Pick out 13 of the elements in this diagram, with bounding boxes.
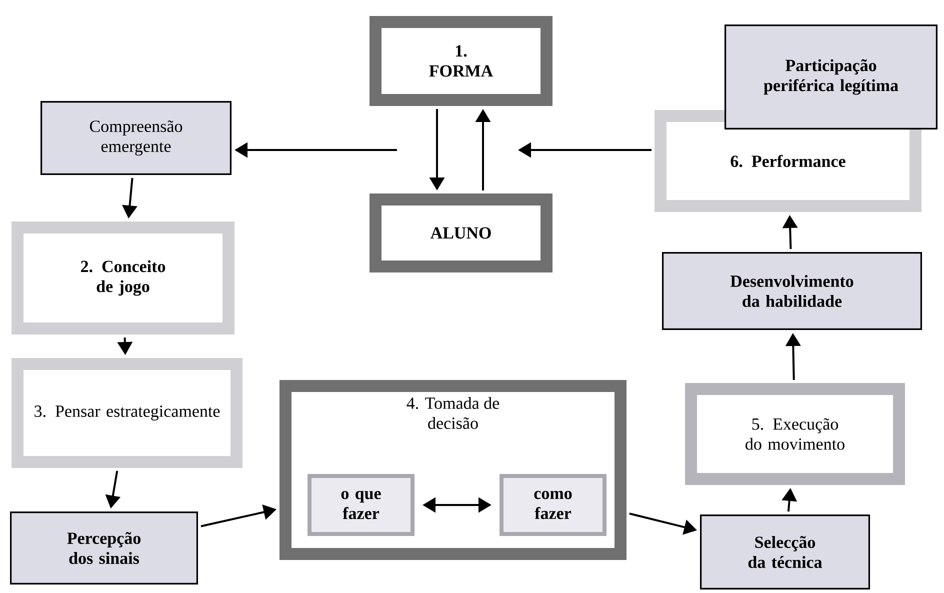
- framed-box: 6. Performance: [654, 110, 922, 212]
- process-box: Desenvolvimento da habilidade: [662, 252, 922, 330]
- process-box: Selecção da técnica: [700, 514, 870, 590]
- framed-box: 2. Conceito de jogo: [12, 222, 234, 334]
- process-box: Participação periférica legítima: [724, 24, 938, 130]
- framed-box: 1. FORMA: [370, 16, 552, 106]
- framed-box: ALUNO: [370, 194, 552, 272]
- process-box: Compreensão emergente: [40, 101, 232, 175]
- process-box: Percepção dos sinais: [10, 511, 198, 584]
- inset-box: como fazer: [500, 474, 606, 536]
- inset-box: o que fazer: [308, 474, 414, 536]
- framed-box: 5. Execução do movimento: [685, 383, 905, 485]
- framed-box: 3. Pensar estrategicamente: [12, 358, 242, 468]
